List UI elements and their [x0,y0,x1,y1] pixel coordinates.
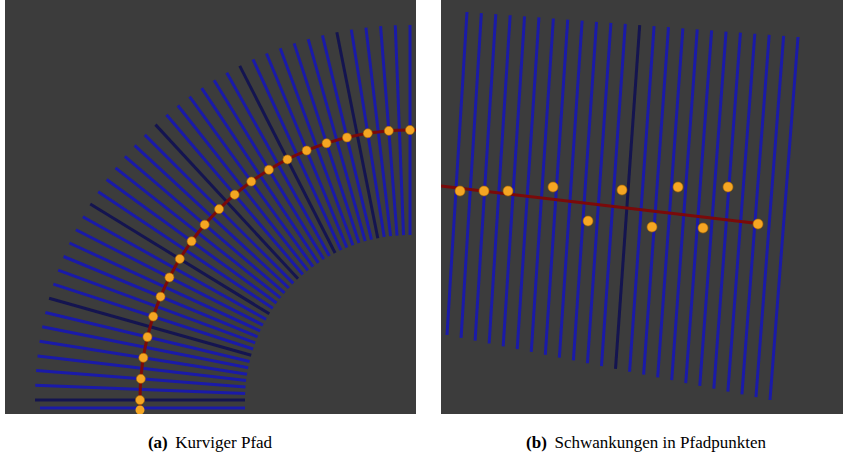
subfigure-caption: (a) Kurviger Pfad [148,433,272,453]
path-point [753,219,763,229]
path-point [673,182,683,192]
render-panel [5,0,416,414]
cross-line [644,27,669,374]
cross-line [322,35,371,239]
subfigure-caption: (b) Schwankungen in Pfadpunkten [526,433,766,453]
path-point [136,374,145,383]
cross-line [742,35,769,395]
cross-line [559,21,582,358]
curved-path-scene [35,25,416,414]
subfigure-letter: (b) [526,433,547,452]
path-point [342,133,351,142]
cross-line [700,32,726,386]
path-point [187,237,196,246]
fluctuation-scene [441,12,798,400]
path-point [175,254,184,263]
path-point [302,146,311,155]
path-point [322,139,331,148]
caption-text: Schwankungen in Pfadpunkten [554,433,766,452]
cross-line [770,37,798,400]
cross-line [714,33,741,389]
cross-line [672,29,698,380]
path-point [548,182,558,192]
path-point [647,222,657,232]
path-point [723,182,733,192]
cross-line [686,30,712,383]
path-point [149,312,158,321]
path-point [479,186,489,196]
cross-line [616,25,640,369]
path-point [406,126,415,135]
path-point [136,406,145,415]
path-point [247,177,256,186]
path-point [156,292,165,301]
path-point [363,129,372,138]
cross-line [214,80,324,259]
path-point [165,273,174,282]
path-point [617,185,627,195]
path-line [441,186,762,224]
path-point [143,332,152,341]
render-panel [441,0,843,414]
path-point [384,126,393,135]
path-point [215,205,224,214]
path-point [136,396,145,405]
path-point [503,186,513,196]
cross-line [573,22,596,361]
cross-line [630,26,655,372]
cross-line [587,23,610,363]
path-point [264,165,273,174]
path-point [583,216,593,226]
path-point [698,223,708,233]
path-point [283,155,292,164]
cross-line [756,36,784,397]
cross-line [76,230,263,325]
subfigure-letter: (a) [148,433,168,452]
path-point [139,353,148,362]
cross-line [658,28,683,377]
caption-text: Kurviger Pfad [175,433,272,452]
path-point [455,186,465,196]
cross-line [728,34,755,392]
path-point [200,220,209,229]
path-curve [140,130,416,414]
path-point [230,190,239,199]
